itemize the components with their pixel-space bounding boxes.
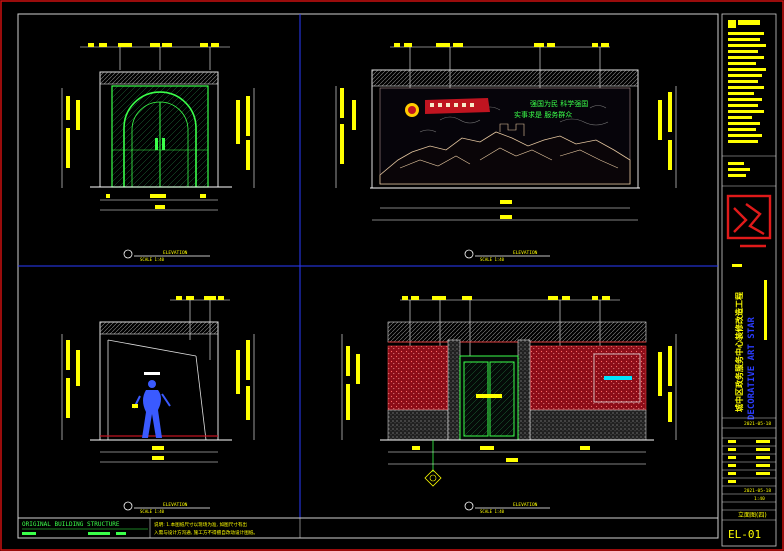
- slogan-line-2: 实事求是 服务群众: [514, 110, 572, 119]
- sheet-name: 立面图(四): [738, 511, 767, 519]
- footer-notes: ORIGINAL BUILDING STRUCTURE 说明: 1.本图纸尺寸以…: [22, 518, 301, 538]
- footer-title: ORIGINAL BUILDING STRUCTURE: [22, 521, 120, 528]
- date-2: 2021-05-18: [744, 488, 771, 494]
- red-wall-left: [387, 345, 449, 411]
- slogan-line-1: 强国为民 科学强国: [530, 99, 588, 108]
- title-block: DECORATIVE ART STAR 城中区政务服务中心装修改造工程 2021…: [721, 13, 777, 547]
- elevation-view-4: ELEVATION SCALE 1:40: [341, 296, 677, 514]
- door-handle-icon: [476, 394, 502, 398]
- view-2-label: ELEVATION: [513, 250, 538, 256]
- view-1-label: ELEVATION: [163, 250, 188, 256]
- view-1-scale: SCALE 1:40: [140, 257, 165, 262]
- arch-door-icon: [123, 91, 197, 187]
- mountain-mural: [379, 131, 631, 185]
- section-marker-icon: [424, 469, 442, 487]
- view-3-scale: SCALE 1:40: [140, 509, 165, 514]
- drawing-frame: [17, 13, 719, 539]
- brand-name: DECORATIVE ART STAR: [747, 316, 757, 420]
- elevation-view-1: ELEVATION SCALE 1:40: [61, 43, 255, 262]
- footer-note-2: 入需与设计方沟通, 施工方不得擅自改动设计图纸。: [154, 529, 258, 536]
- date-1: 2021-05-18: [744, 421, 771, 427]
- human-figure-icon: [132, 372, 171, 438]
- elevation-view-3: ELEVATION SCALE 1:40: [61, 296, 255, 514]
- pillar-right: [517, 339, 531, 441]
- sheet-number: EL-01: [728, 528, 761, 541]
- footer-note-1: 说明: 1.本图纸尺寸以现场为准, 如图尺寸有出: [154, 521, 247, 528]
- view-4-label: ELEVATION: [513, 502, 538, 508]
- drawing-scale: 1:40: [754, 496, 765, 502]
- view-2-scale: SCALE 1:40: [480, 257, 505, 262]
- view-3-label: ELEVATION: [163, 502, 188, 508]
- view-4-scale: SCALE 1:40: [480, 509, 505, 514]
- company-logo-icon: [726, 194, 772, 248]
- elevation-view-2: 强国为民 科学强国 实事求是 服务群众 ELEVATION SCALE 1:40: [335, 43, 677, 262]
- great-wall-icon: [499, 123, 525, 136]
- display-panel: [593, 353, 641, 403]
- project-name: 城中区政务服务中心装修改造工程: [734, 292, 744, 412]
- pillar-left: [447, 339, 461, 441]
